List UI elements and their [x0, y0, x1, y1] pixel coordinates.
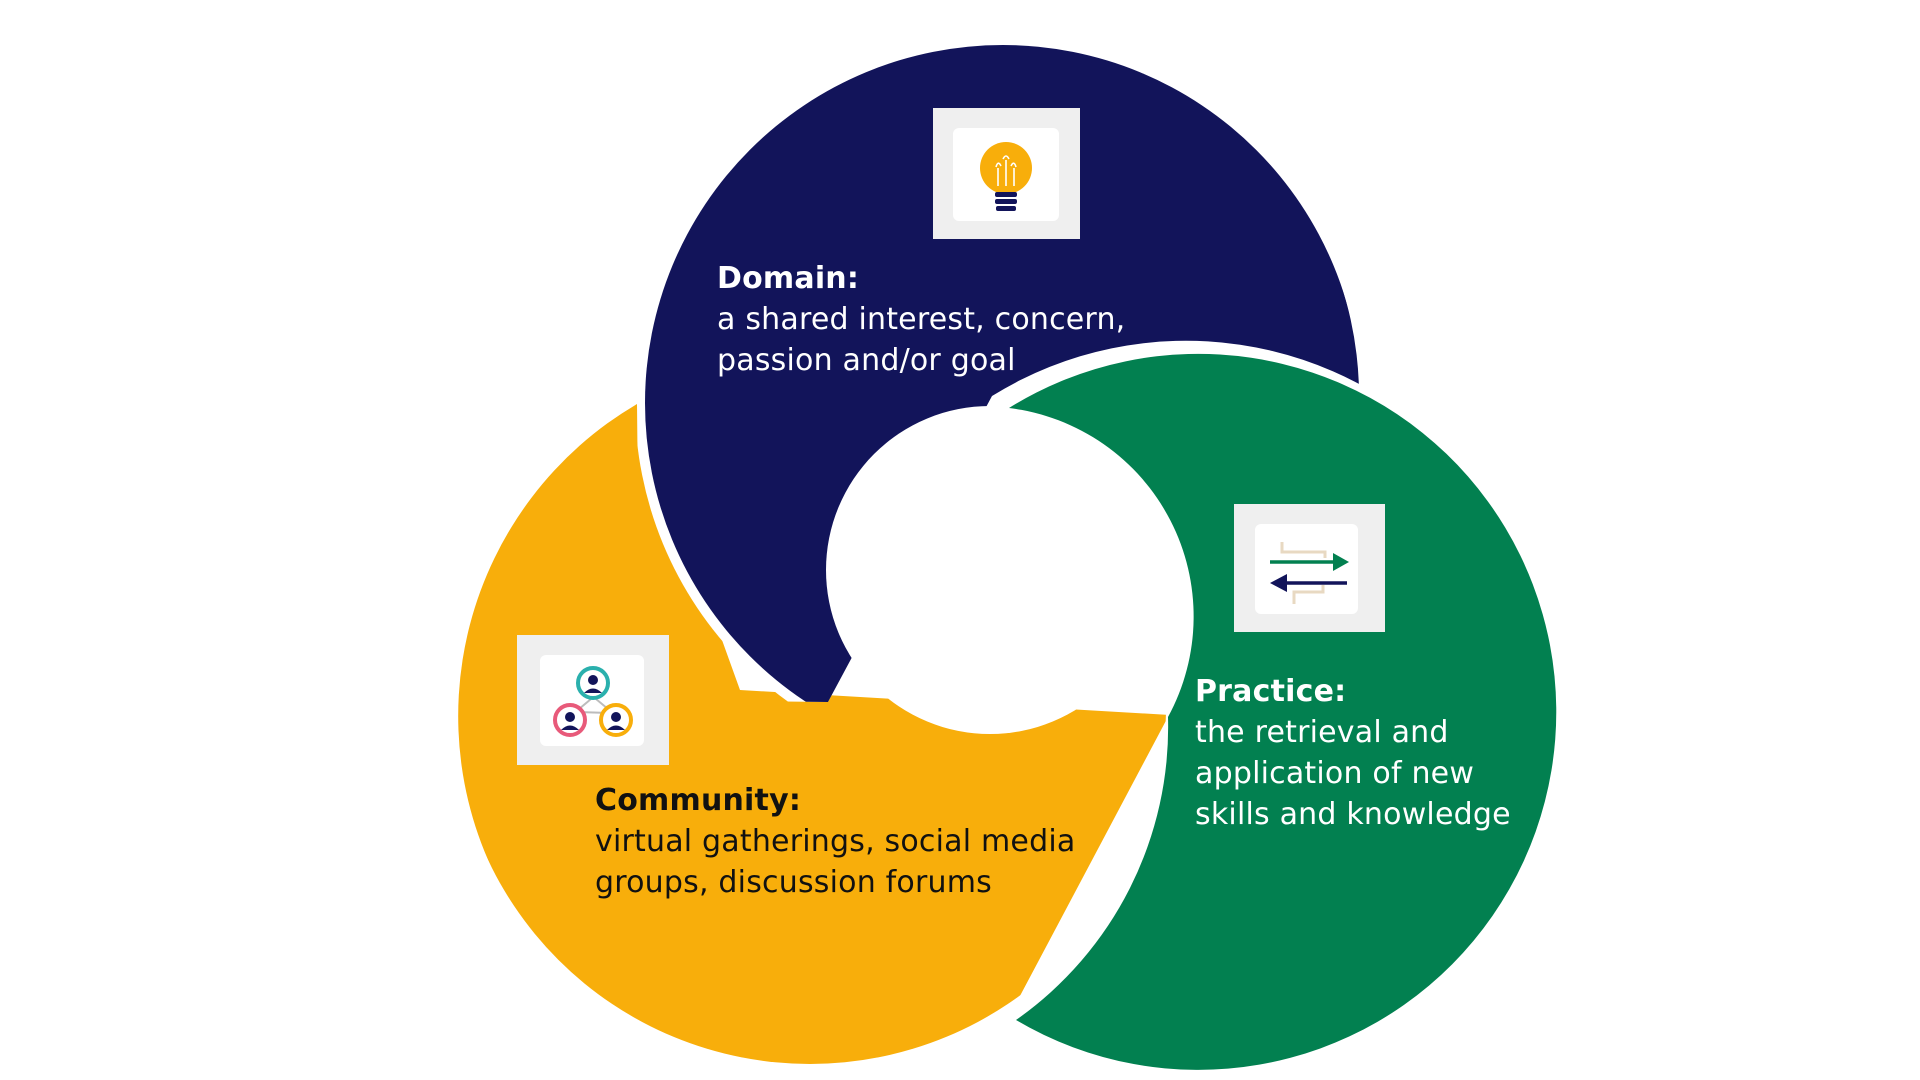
exchange-arrows-icon	[1270, 542, 1349, 604]
community-description-line: virtual gatherings, social media	[595, 824, 1076, 859]
practice-segment	[992, 340, 1557, 1077]
community-description: virtual gatherings, social media groups,…	[595, 821, 1075, 903]
domain-heading: Domain:	[717, 261, 860, 296]
community-icon-tile	[517, 635, 669, 765]
domain-icon-tile	[933, 108, 1080, 239]
practice-icon-tile	[1234, 504, 1385, 632]
domain-description-line: passion and/or goal	[717, 343, 1016, 378]
person-top	[576, 666, 610, 700]
practice-description-line: application of new	[1195, 756, 1475, 791]
domain-description: a shared interest, concern, passion and/…	[717, 299, 1125, 381]
domain-label: Domain: a shared interest, concern, pass…	[717, 258, 1125, 381]
person-left	[553, 703, 587, 737]
practice-description: the retrieval and application of new ski…	[1195, 712, 1511, 835]
lightbulb-icon	[980, 142, 1032, 211]
practice-description-line: skills and knowledge	[1195, 797, 1511, 832]
practice-description-line: the retrieval and	[1195, 715, 1449, 750]
community-label: Community: virtual gatherings, social me…	[595, 780, 1075, 903]
domain-description-line: a shared interest, concern,	[717, 302, 1126, 337]
person-right	[599, 703, 633, 737]
practice-label: Practice: the retrieval and application …	[1195, 671, 1511, 835]
practice-shape	[1009, 353, 1557, 1070]
people-network-icon	[553, 666, 633, 737]
community-description-line: groups, discussion forums	[595, 865, 992, 900]
community-heading: Community:	[595, 783, 802, 818]
practice-heading: Practice:	[1195, 674, 1347, 709]
